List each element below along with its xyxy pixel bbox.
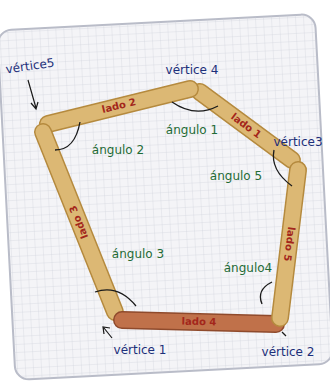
vertex-label: vértice 2 <box>262 346 315 358</box>
vertex-label: vértice 1 <box>114 344 167 356</box>
angle-label: ángulo 3 <box>112 248 164 260</box>
vertex-label: vértice3 <box>273 136 322 148</box>
angle-label: ángulo 2 <box>92 144 144 156</box>
angle-label: ángulo 1 <box>166 124 218 136</box>
angle-arcs <box>55 102 292 306</box>
grid-paper <box>0 14 330 380</box>
vertex-label: vértice 4 <box>166 64 219 76</box>
angle-label: ángulo4 <box>224 262 273 274</box>
side-label: lado 4 <box>182 317 217 328</box>
sticks <box>43 89 298 324</box>
leader-lines <box>28 80 286 338</box>
angle-label: ángulo 5 <box>210 170 262 182</box>
